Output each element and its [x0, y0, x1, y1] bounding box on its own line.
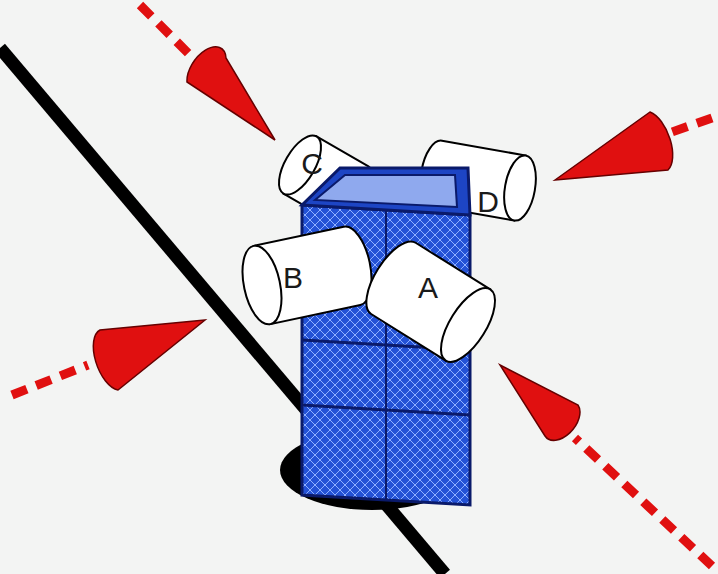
- part-letter: C: [301, 149, 323, 179]
- part-letter: A: [418, 273, 438, 303]
- cylinder: [236, 223, 378, 328]
- part-letter: D: [477, 187, 499, 217]
- cylinder-label-node: A: [414, 270, 443, 306]
- cylinder-label-node: D: [473, 184, 503, 220]
- force-arrows: [12, 5, 712, 566]
- cylinder: [356, 233, 506, 370]
- part-letter: B: [283, 263, 303, 293]
- cylinder-label-node: C: [297, 146, 327, 182]
- cylinder-label-node: B: [279, 260, 308, 296]
